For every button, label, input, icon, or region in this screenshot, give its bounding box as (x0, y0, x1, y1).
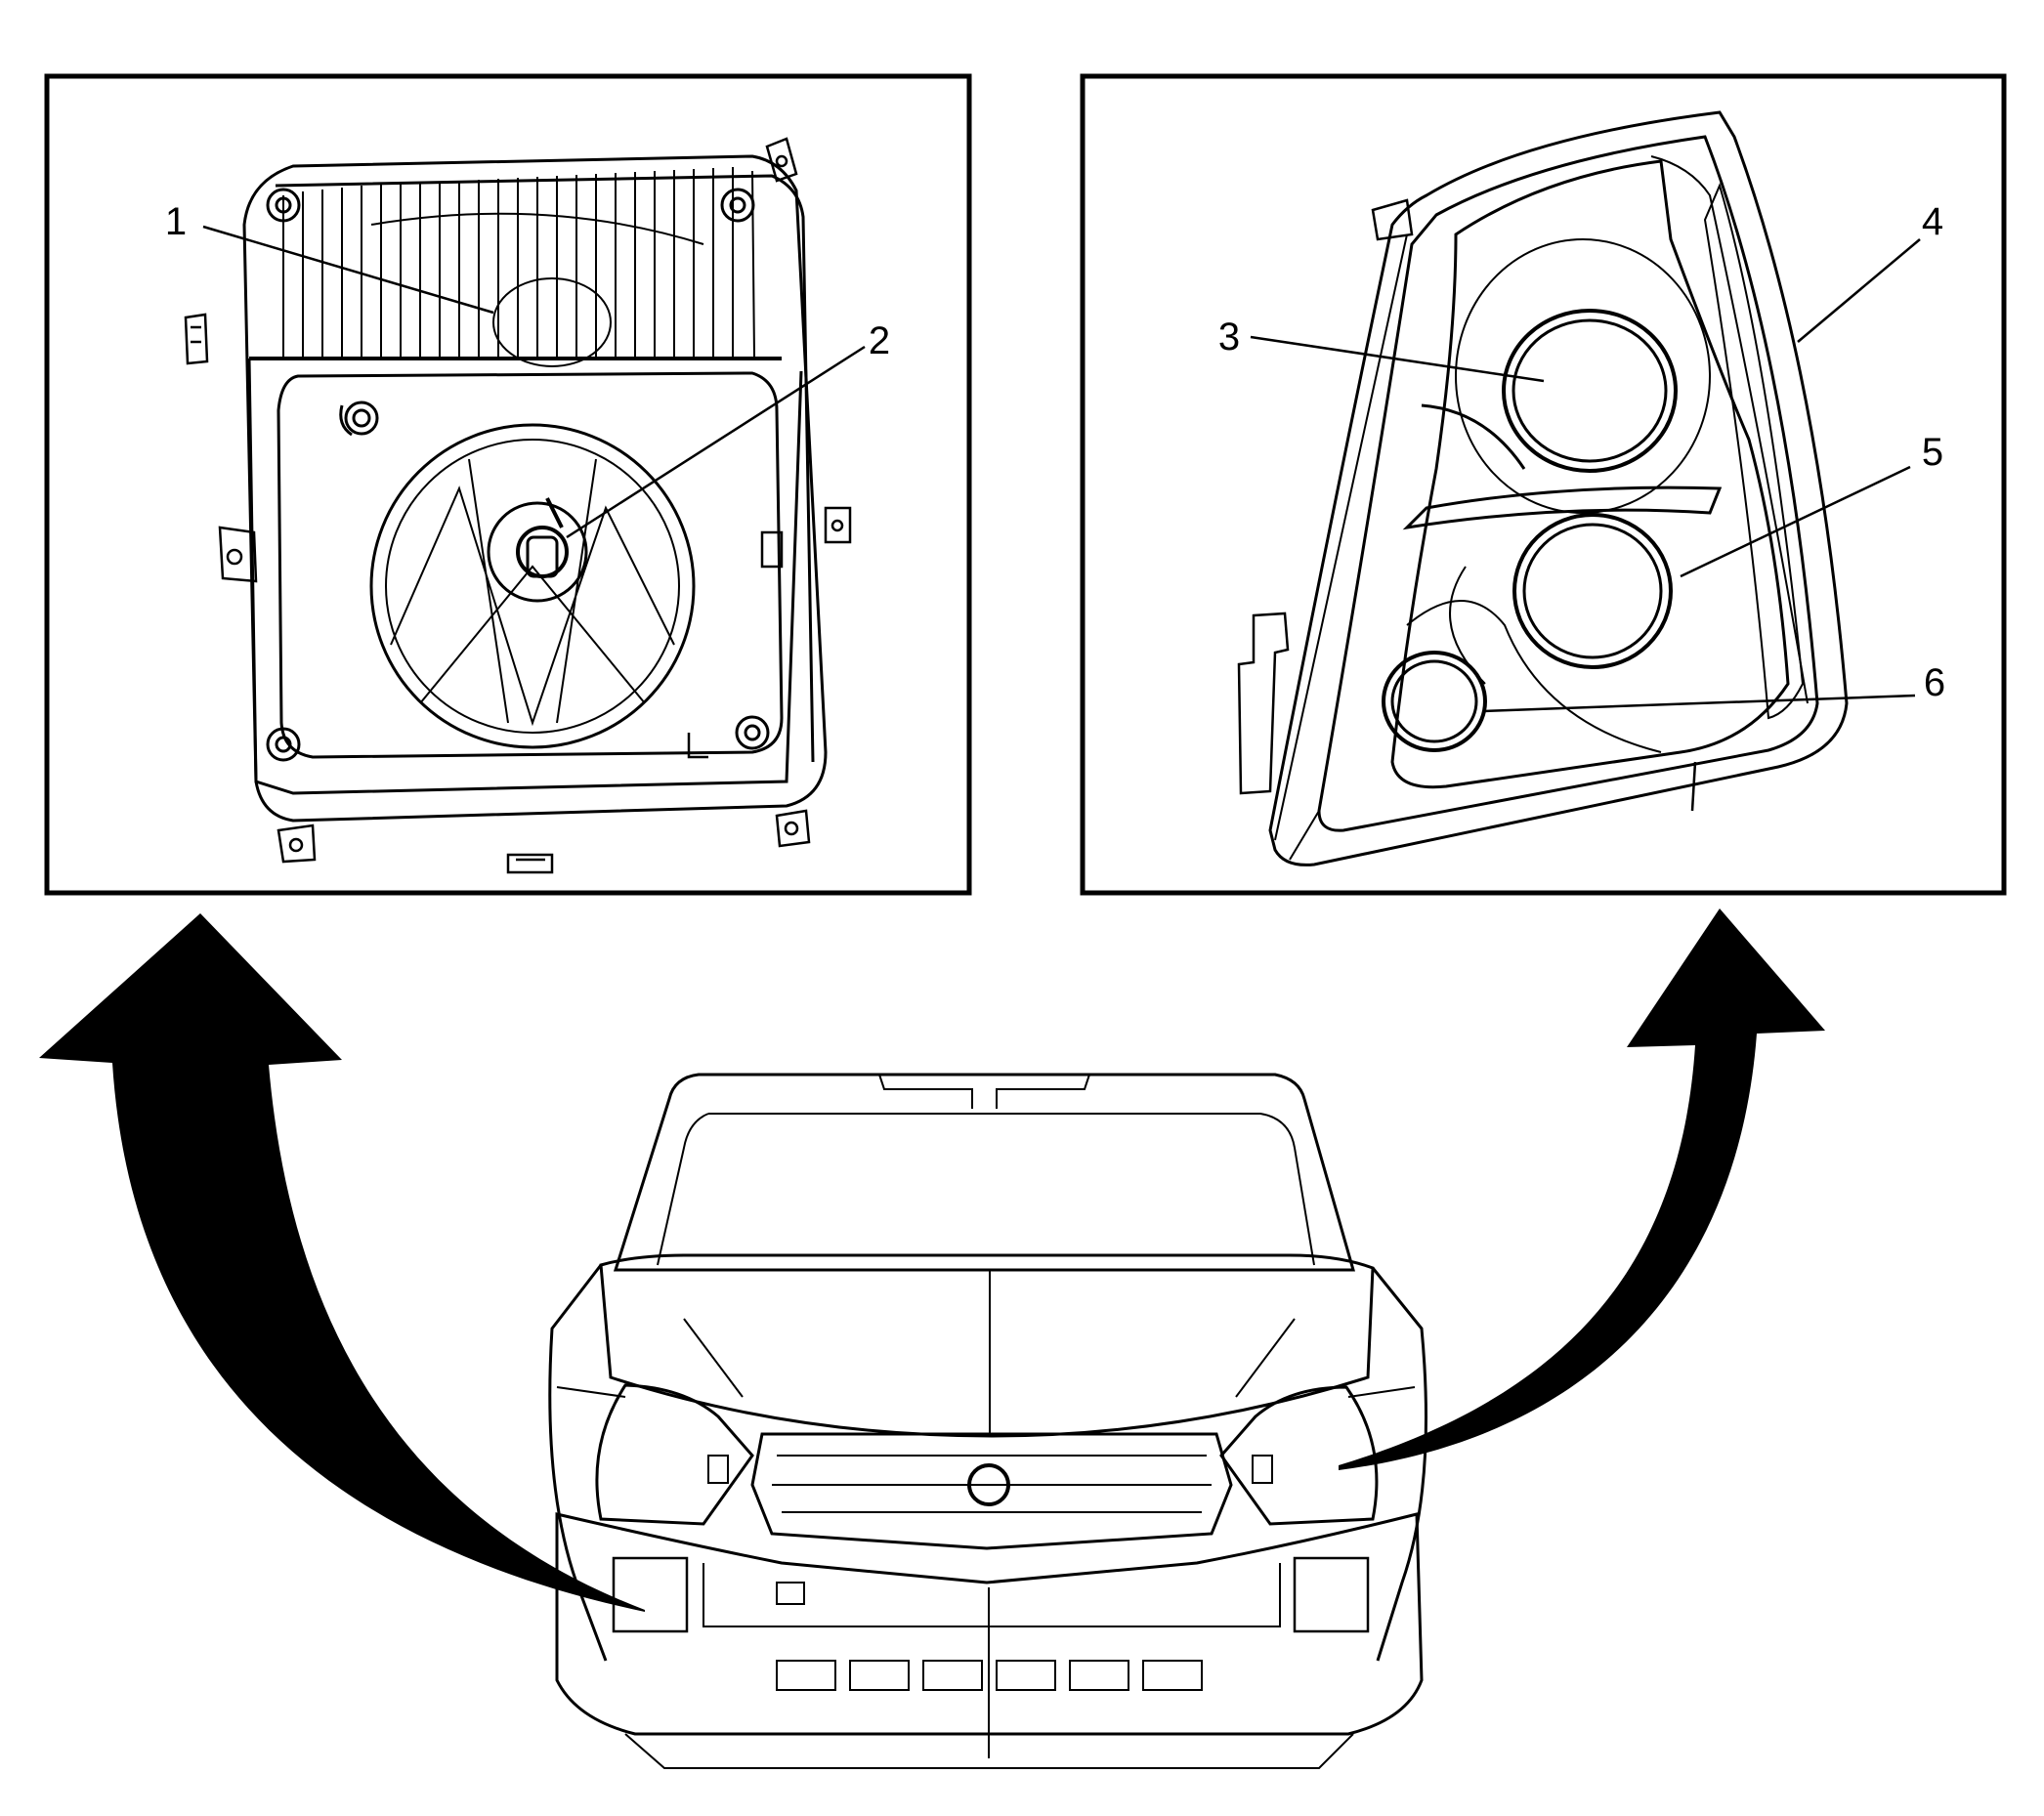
callout-3: 3 (1218, 316, 1240, 359)
leader-line-6 (1482, 694, 1916, 713)
lower-air-intake (776, 1660, 1203, 1691)
tail-lamp-detail-panel: 3 4 5 6 (1080, 73, 2007, 896)
bulb-socket (487, 497, 588, 603)
left-headlamp (595, 1383, 754, 1526)
callout-4: 4 (1922, 200, 1943, 243)
leader-line-1 (202, 225, 494, 315)
left-panel-frame (44, 73, 972, 896)
callout-5: 5 (1922, 431, 1943, 474)
aim-screw (339, 401, 379, 437)
lens-stripes (282, 167, 755, 367)
fog-lamp-detail-panel: 1 2 (44, 73, 972, 896)
callout-2: 2 (869, 319, 890, 362)
callout-1: 1 (165, 200, 187, 243)
leader-line-2 (566, 345, 866, 539)
grille (750, 1432, 1233, 1550)
left-locator-arrow (39, 913, 645, 1612)
leader-line-3 (1250, 335, 1545, 383)
reflector-cavity (1390, 159, 1790, 789)
right-headlamp (1219, 1385, 1379, 1526)
right-fog-lamp (1293, 1556, 1370, 1633)
right-locator-arrow (1339, 908, 1825, 1470)
front-bumper (555, 1512, 1424, 1736)
upper-lamp-3 (1455, 238, 1711, 514)
callout-6: 6 (1924, 661, 1945, 704)
grille-emblem (967, 1463, 1010, 1506)
mounting-bracket (1237, 198, 1414, 795)
left-fog-lamp (612, 1556, 689, 1633)
hood (599, 1253, 1375, 1438)
lower-bezel (277, 371, 784, 759)
windshield (613, 1073, 1355, 1272)
mounting-bolts (266, 188, 770, 762)
vehicle-front-view (548, 1073, 1427, 1769)
tail-lamp-housing (1268, 110, 1849, 866)
lower-lamp-6 (1382, 600, 1662, 753)
reflector-bowl (369, 423, 696, 749)
leader-line-5 (1680, 465, 1911, 578)
leader-line-4 (1797, 238, 1921, 343)
right-panel-frame (1080, 73, 2007, 896)
mounting-tabs (184, 137, 852, 874)
